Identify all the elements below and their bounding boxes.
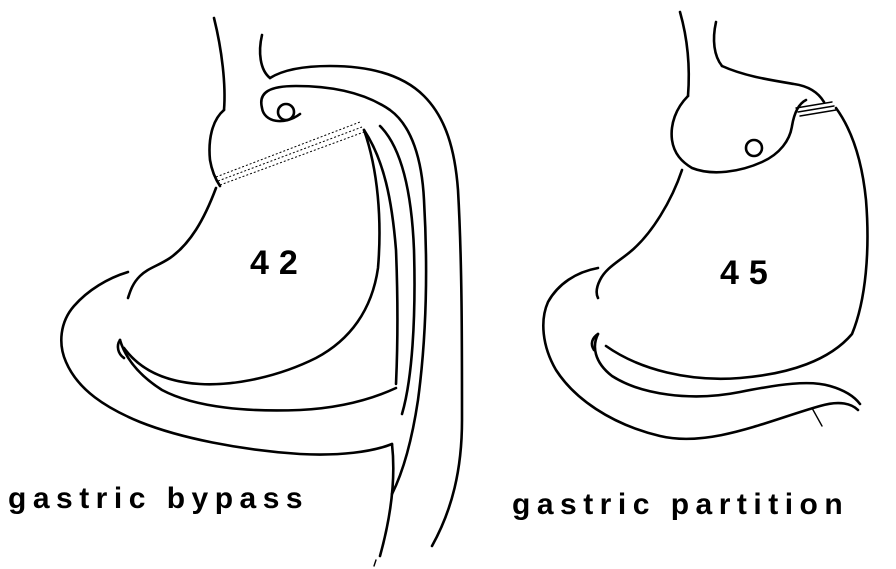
bypass-limb-left	[364, 130, 398, 384]
caption-gastric-partition: gastric partition	[512, 488, 849, 522]
esophagus-right-2	[714, 22, 722, 66]
gastric-pouch	[210, 110, 224, 186]
roux-limb-inner	[261, 86, 426, 494]
upper-pouch	[672, 96, 806, 172]
remnant-stomach	[128, 188, 216, 298]
duodenum-outer	[61, 272, 392, 455]
panel-number-bypass: 42	[250, 244, 308, 282]
anastomosis-circle	[278, 104, 294, 120]
esophagus-left-2	[680, 12, 689, 96]
gastric-partition-illustration: 45	[543, 12, 867, 439]
duodenum-outer-2	[543, 268, 858, 439]
caption-gastric-bypass: gastric bypass	[8, 482, 309, 516]
esophagus-left	[214, 18, 225, 110]
staple-line	[216, 122, 360, 177]
lower-stomach	[597, 170, 682, 298]
panel-number-partition: 45	[720, 254, 778, 292]
duodenum-inner-2	[595, 334, 860, 404]
stoma-circle	[746, 140, 762, 156]
esophagus-right	[260, 35, 270, 78]
